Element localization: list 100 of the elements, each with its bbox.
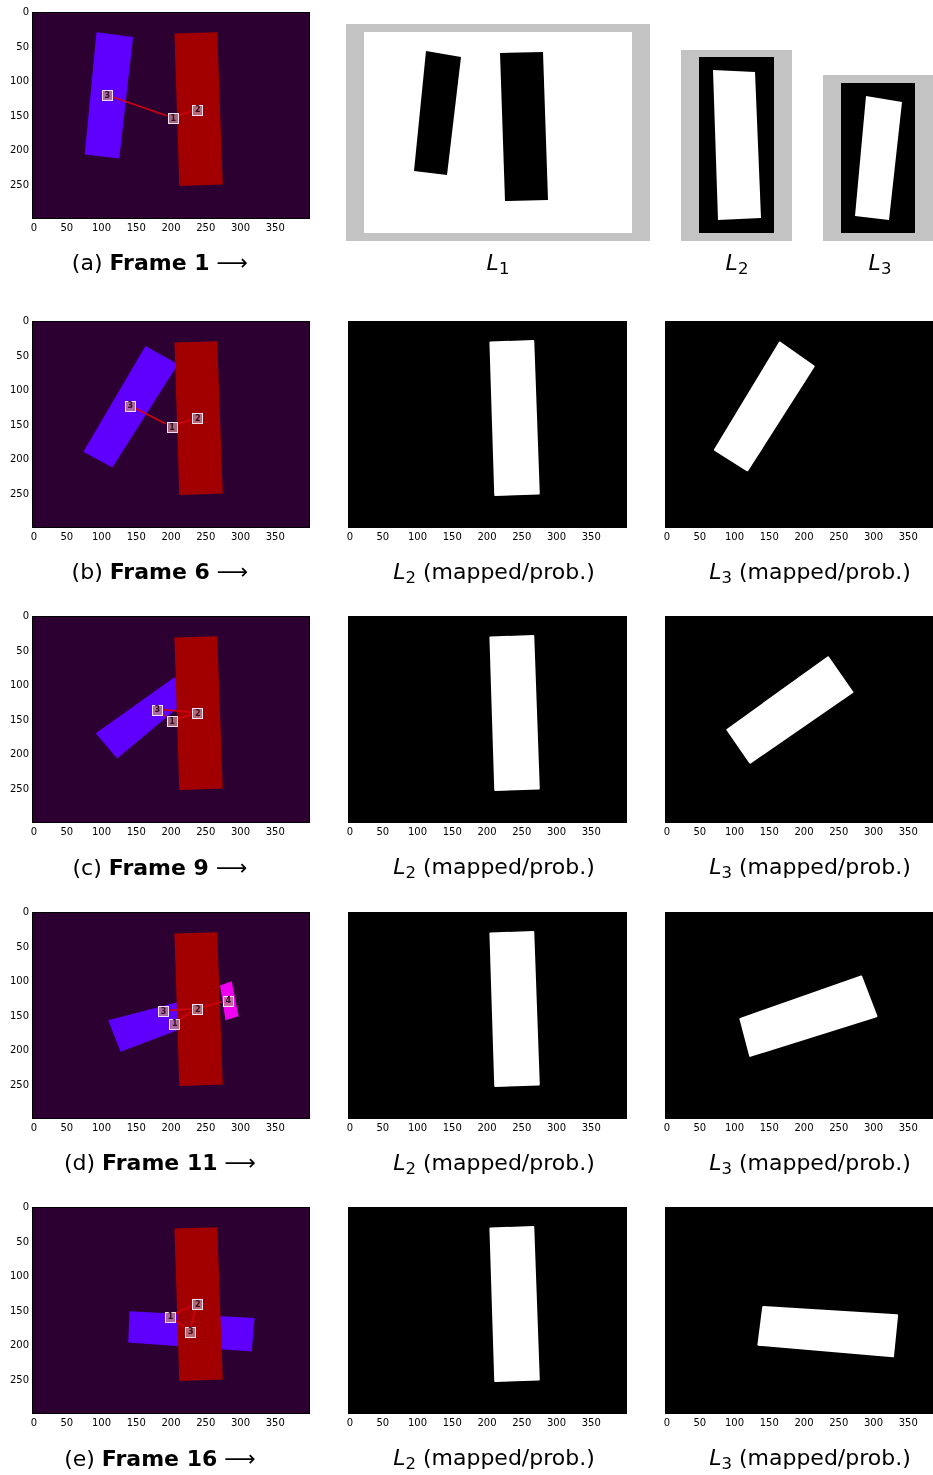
axis-tick-label: 50	[59, 1418, 75, 1428]
mask-image	[348, 616, 627, 823]
axis-tick-label: 250	[511, 1418, 533, 1428]
connector-line	[175, 418, 192, 426]
axis-tick-label: 0	[21, 907, 29, 917]
mask-image	[665, 1207, 933, 1414]
axis-tick-label: 150	[441, 827, 463, 837]
axis-tick-label: 350	[264, 223, 286, 233]
axis-tick-label: 300	[229, 532, 252, 542]
axis-tick-label: 250	[511, 827, 533, 837]
point-marker: 4	[222, 995, 234, 1007]
mask-image	[348, 321, 627, 528]
axis-tick-label: 150	[8, 1010, 29, 1021]
point-marker: 3	[101, 90, 113, 102]
figure-caption: L$_{2}$ (mapped/prob.)	[393, 561, 595, 583]
axis-tick-label: 0	[662, 1418, 672, 1428]
figure-caption: L$_{3}$ (mapped/prob.)	[709, 856, 911, 878]
axis-tick-label: 350	[264, 1418, 286, 1428]
axis-tick-label: 100	[406, 1123, 429, 1133]
connector-line	[161, 708, 192, 713]
connector-line	[178, 1011, 192, 1021]
axis-tick-label: 300	[862, 827, 885, 837]
figure-caption: L$_{2}$	[725, 252, 749, 274]
point-marker: 1	[166, 716, 178, 728]
axis-tick-label: 100	[8, 976, 29, 986]
axis-tick-label: 150	[8, 714, 29, 725]
axis-tick-label: 100	[90, 1418, 113, 1428]
mask-image	[681, 50, 792, 241]
axis-tick-label: 0	[345, 1418, 355, 1428]
axis-tick-label: 150	[441, 1418, 463, 1428]
axis-tick-label: 0	[345, 1123, 355, 1133]
axis-tick-label: 200	[8, 1340, 29, 1350]
mask-image	[348, 912, 627, 1119]
point-marker: 2	[192, 1004, 204, 1016]
axis-tick-label: 300	[545, 532, 568, 542]
axis-tick-label: 200	[8, 145, 29, 155]
point-marker: 3	[151, 704, 163, 716]
axis-tick-label: 0	[345, 532, 355, 542]
axis-tick-label: 100	[90, 223, 113, 233]
axis-tick-label: 50	[15, 41, 29, 52]
axis-tick-label: 250	[195, 827, 217, 837]
figure-caption: L$_{3}$ (mapped/prob.)	[709, 1447, 911, 1469]
axis-tick-label: 200	[160, 223, 182, 233]
axis-tick-label: 250	[828, 1123, 850, 1133]
axis-tick-label: 200	[160, 1418, 182, 1428]
point-marker: 1	[166, 422, 178, 434]
axis-tick-label: 0	[29, 223, 39, 233]
axis-tick-label: 150	[758, 827, 780, 837]
axis-tick-label: 200	[8, 749, 29, 759]
point-marker: 2	[192, 413, 204, 425]
axis-tick-label: 150	[125, 1418, 147, 1428]
point-marker: 2	[192, 104, 204, 116]
axis-tick-label: 0	[29, 532, 39, 542]
axis-tick-label: 50	[15, 645, 29, 656]
axis-tick-label: 50	[375, 1418, 391, 1428]
axis-tick-label: 200	[160, 827, 182, 837]
axis-tick-label: 100	[90, 827, 113, 837]
axis-tick-label: 250	[8, 1374, 29, 1385]
axis-tick-label: 350	[897, 1418, 919, 1428]
axis-tick-label: 150	[758, 1418, 780, 1428]
axis-tick-label: 200	[476, 827, 498, 837]
axis-tick-label: 250	[8, 1079, 29, 1090]
axis-tick-label: 200	[8, 454, 29, 464]
axis-tick-label: 0	[21, 7, 29, 17]
point-marker: 3	[124, 400, 136, 412]
axis-tick-label: 150	[125, 1123, 147, 1133]
mask-image	[823, 75, 933, 241]
axis-tick-label: 100	[8, 385, 29, 395]
connector-line	[177, 110, 192, 117]
axis-tick-label: 50	[59, 1123, 75, 1133]
connector-line	[190, 1308, 197, 1327]
axis-tick-label: 50	[692, 532, 708, 542]
axis-tick-label: 50	[375, 532, 391, 542]
axis-tick-label: 350	[264, 827, 286, 837]
axis-tick-label: 50	[15, 941, 29, 952]
axis-tick-label: 200	[476, 1418, 498, 1428]
connector-line	[174, 1305, 192, 1315]
axis-tick-label: 100	[8, 1271, 29, 1281]
axis-tick-label: 300	[229, 223, 252, 233]
axis-tick-label: 0	[345, 827, 355, 837]
axis-tick-label: 0	[662, 827, 672, 837]
axis-tick-label: 350	[580, 1123, 602, 1133]
point-marker: 2	[192, 1299, 204, 1311]
axis-tick-label: 50	[375, 827, 391, 837]
figure-caption: (d) Frame 11 ⟶	[63, 1152, 257, 1174]
axis-tick-label: 200	[8, 1045, 29, 1055]
axis-tick-label: 250	[828, 1418, 850, 1428]
figure-caption: L$_{2}$ (mapped/prob.)	[393, 1447, 595, 1469]
axis-tick-label: 150	[125, 532, 147, 542]
axis-tick-label: 200	[476, 532, 498, 542]
axis-tick-label: 250	[8, 783, 29, 794]
axis-tick-label: 100	[90, 1123, 113, 1133]
axis-tick-label: 150	[8, 110, 29, 121]
axis-tick-label: 100	[723, 827, 746, 837]
axis-tick-label: 250	[8, 488, 29, 499]
frame-plot-image	[32, 616, 310, 823]
axis-tick-label: 250	[828, 532, 850, 542]
axis-tick-label: 300	[545, 1418, 568, 1428]
axis-tick-label: 0	[21, 1202, 29, 1212]
axis-tick-label: 150	[441, 1123, 463, 1133]
